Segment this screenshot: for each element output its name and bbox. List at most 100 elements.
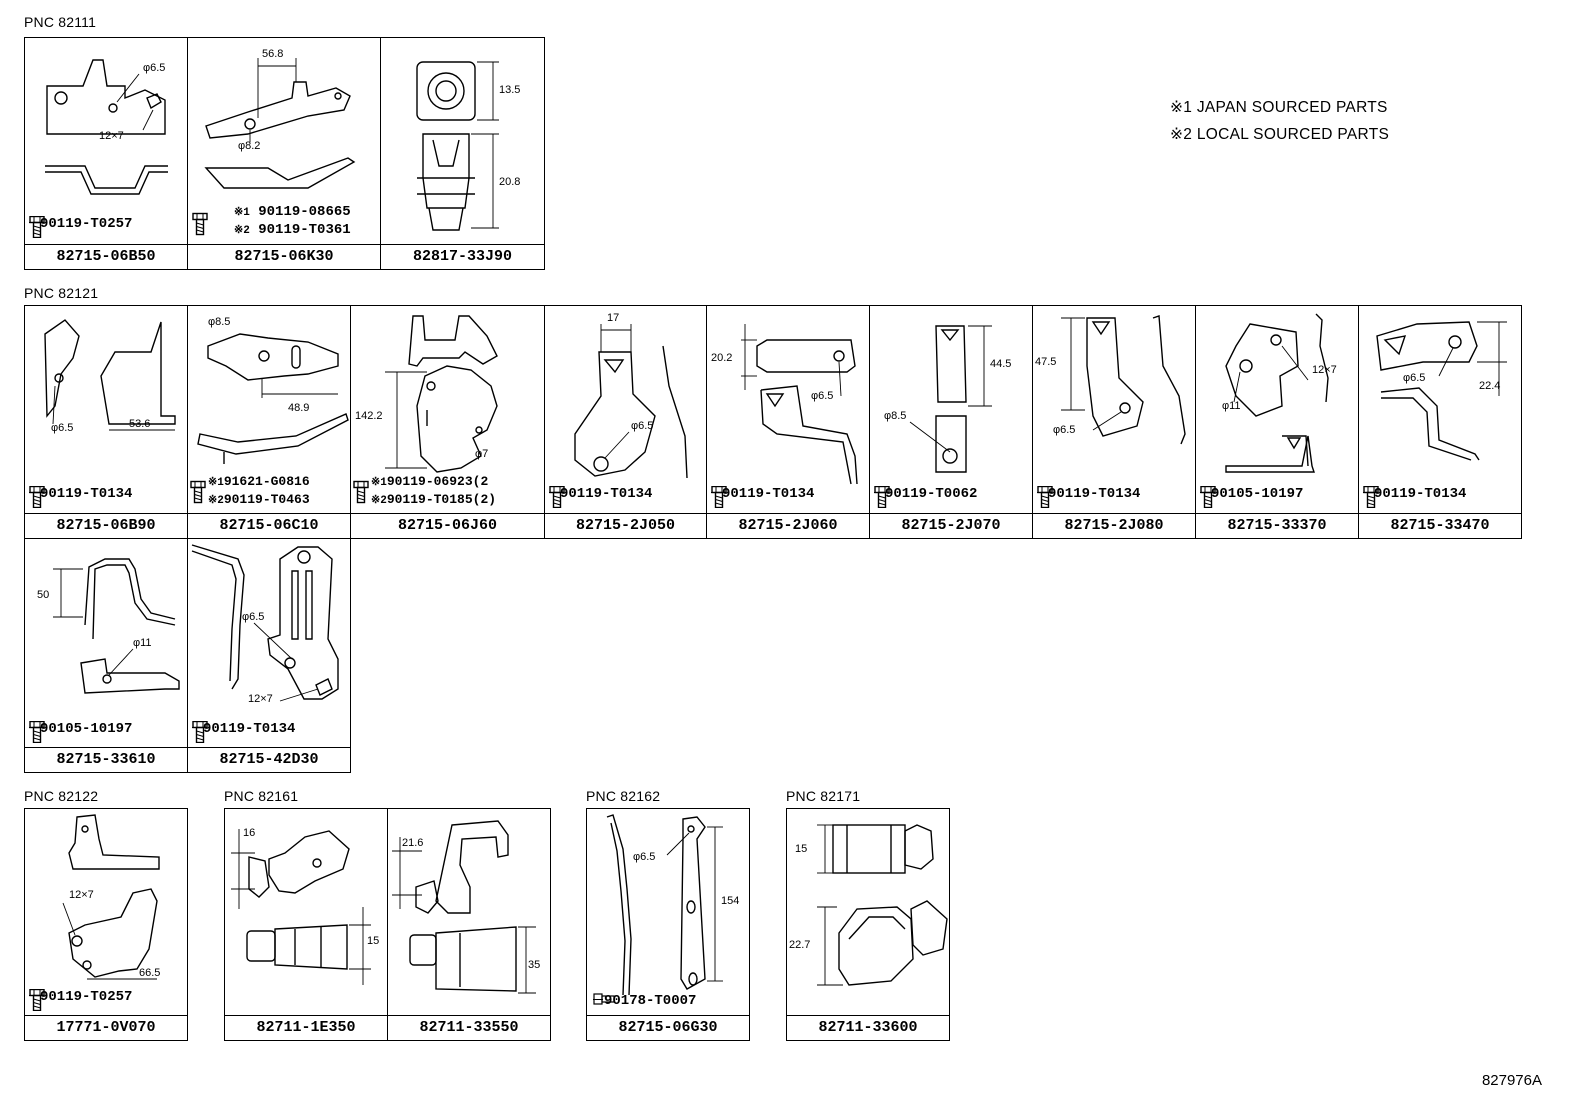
bolt-callout: 90119-T0134 xyxy=(549,486,652,502)
dim-label: 20.8 xyxy=(499,176,521,188)
part-number: 82715-06G30 xyxy=(587,1015,749,1040)
part-cell-82711-33550[interactable]: 21.6 35 82711-33550 xyxy=(387,808,551,1041)
part-cell-82715-33370[interactable]: 12×7 φ11 90105-10197 82715-33370 xyxy=(1195,305,1359,539)
part-number: 82715-2J070 xyxy=(870,513,1032,538)
part-cell-82711-1E350[interactable]: 16 15 82711-1E350 xyxy=(224,808,388,1041)
bolt-part-number: 91621-G0816 xyxy=(223,474,310,489)
bolt-callout-local: ※2 90119-T0361 xyxy=(234,222,351,238)
bracket-drawing xyxy=(45,59,168,195)
dim-label: 53.6 xyxy=(129,418,151,430)
bolt-callout-local: ※290119-T0463 xyxy=(208,492,310,507)
dim-label: 12×7 xyxy=(248,693,273,705)
dim-label: φ8.5 xyxy=(884,410,907,422)
dim-label: 12×7 xyxy=(69,889,94,901)
part-number: 82715-06B90 xyxy=(25,513,187,538)
part-number: 82715-42D30 xyxy=(188,747,350,772)
part-number: 17771-0V070 xyxy=(25,1015,187,1040)
bracket-drawing xyxy=(1061,315,1186,445)
bolt-callout: 90119-T0134 xyxy=(1037,486,1140,502)
bolt-part-number: 90119-T0463 xyxy=(223,492,310,507)
bolt-part-number: 90119-06923(2 xyxy=(386,474,489,489)
bolt-icon xyxy=(29,989,45,1011)
clip-drawing xyxy=(416,61,499,231)
bracket-drawing xyxy=(909,325,992,473)
dim-label: 12×7 xyxy=(99,130,124,142)
part-cell-82715-42D30[interactable]: φ6.5 12×7 90119-T0134 82715-42D30 xyxy=(187,538,351,773)
dim-label: φ6.5 xyxy=(1403,372,1426,384)
part-number: 82715-33370 xyxy=(1196,513,1358,538)
dim-label: 66.5 xyxy=(139,967,161,979)
bolt-mark: ※1 xyxy=(208,477,224,489)
clip-icon xyxy=(593,993,615,1005)
part-cell-82711-33600[interactable]: 15 22.7 82711-33600 xyxy=(786,808,950,1041)
dim-label: 48.9 xyxy=(288,402,310,414)
bolt-part-number: 90119-T0134 xyxy=(1374,486,1467,502)
part-cell-82715-33610[interactable]: 50 φ11 90105-10197 82715-33610 xyxy=(24,538,188,773)
bolt-part-number: 90119-T0185(2) xyxy=(386,492,497,507)
bolt-part-number: 90119-T0134 xyxy=(203,721,296,737)
part-cell-82715-06K30[interactable]: 56.8 φ8.2 ※1 90119-08665 ※2 90119-T0361 … xyxy=(187,37,381,270)
bolt-part-number: 90119-08665 xyxy=(258,204,351,220)
part-number: 82711-1E350 xyxy=(225,1015,387,1040)
dim-label: 50 xyxy=(37,589,50,601)
part-cell-82715-2J070[interactable]: 44.5 φ8.5 90119-T0062 82715-2J070 xyxy=(869,305,1033,539)
bolt-callout: 90178-T0007 xyxy=(593,993,696,1009)
bolt-part-number: 90119-T0257 xyxy=(40,216,133,232)
bolt-icon xyxy=(190,474,206,510)
dim-label: 21.6 xyxy=(402,837,424,849)
bolt-part-number: 90119-T0062 xyxy=(885,486,978,502)
bolt-icon xyxy=(1200,486,1216,508)
dim-label: φ6.5 xyxy=(242,611,265,623)
dim-label: 16 xyxy=(243,827,256,839)
bolt-callout: 90119-T0134 xyxy=(29,486,132,502)
bolt-icon xyxy=(192,206,208,242)
part-cell-82715-06C10[interactable]: φ8.5 48.9 ※191621-G0816 ※290119-T0463 82… xyxy=(187,305,351,539)
bolt-mark: ※1 xyxy=(234,207,250,219)
bolt-callout-local: ※290119-T0185(2) xyxy=(371,492,496,507)
dim-label: 154 xyxy=(721,895,740,907)
pnc-82122-label: PNC 82122 xyxy=(24,788,99,804)
bolt-callout: 90119-T0134 xyxy=(711,486,814,502)
part-cell-82715-2J080[interactable]: 47.5 φ6.5 90119-T0134 82715-2J080 xyxy=(1032,305,1196,539)
part-cell-82715-2J060[interactable]: 20.2 φ6.5 90119-T0134 82715-2J060 xyxy=(706,305,870,539)
part-number: 82817-33J90 xyxy=(381,244,544,269)
dim-label: 13.5 xyxy=(499,84,521,96)
dim-label: 20.2 xyxy=(711,352,733,364)
dim-label: 22.7 xyxy=(789,939,811,951)
dim-label: 56.8 xyxy=(262,48,284,60)
bolt-icon xyxy=(874,486,890,508)
part-cell-82817-33J90[interactable]: 13.5 20.8 82817-33J90 xyxy=(380,37,545,270)
dim-label: φ8.5 xyxy=(208,316,231,328)
part-cell-82715-06G30[interactable]: φ6.5 154 90178-T0007 82715-06G30 xyxy=(586,808,750,1041)
dim-label: 22.4 xyxy=(1479,380,1501,392)
bracket-drawing xyxy=(741,324,858,485)
part-cell-82715-06B50[interactable]: φ6.5 12×7 90119-T0257 82715-06B50 xyxy=(24,37,188,270)
part-cell-82715-2J050[interactable]: 17 φ6.5 90119-T0134 82715-2J050 xyxy=(544,305,707,539)
dim-label: φ6.5 xyxy=(811,390,834,402)
note-japan-sourced: ※1 JAPAN SOURCED PARTS xyxy=(1170,99,1388,116)
part-number: 82715-06B50 xyxy=(25,244,187,269)
dim-label: 15 xyxy=(795,843,808,855)
bracket-drawing xyxy=(1376,321,1507,461)
bolt-callout: 90119-T0134 xyxy=(1363,486,1466,502)
part-cell-82715-06B90[interactable]: φ6.5 53.6 90119-T0134 82715-06B90 xyxy=(24,305,188,539)
bolt-callout: 90105-10197 xyxy=(1200,486,1303,502)
dim-label: φ11 xyxy=(133,637,152,649)
bracket-drawing xyxy=(204,58,356,189)
dim-label: φ6.5 xyxy=(633,851,656,863)
part-number: 82711-33550 xyxy=(388,1015,550,1040)
part-number: 82715-2J050 xyxy=(545,513,706,538)
bolt-callout: 90119-T0257 xyxy=(29,989,132,1005)
pnc-82161-label: PNC 82161 xyxy=(224,788,299,804)
part-cell-82715-06J60[interactable]: 142.2 φ7 ※190119-06923(2 ※290119-T0185(2… xyxy=(350,305,545,539)
bolt-icon xyxy=(711,486,727,508)
bolt-callout: 90119-T0257 xyxy=(29,216,132,232)
dim-label: φ8.2 xyxy=(238,140,261,152)
part-cell-82715-33470[interactable]: φ6.5 22.4 90119-T0134 82715-33470 xyxy=(1358,305,1522,539)
bolt-mark: ※2 xyxy=(371,495,387,507)
part-cell-17771-0V070[interactable]: 12×7 66.5 90119-T0257 17771-0V070 xyxy=(24,808,188,1041)
dim-label: 35 xyxy=(528,959,541,971)
bolt-callout: 90119-T0134 xyxy=(192,721,295,737)
bolt-icon xyxy=(549,486,565,508)
part-number: 82715-2J080 xyxy=(1033,513,1195,538)
